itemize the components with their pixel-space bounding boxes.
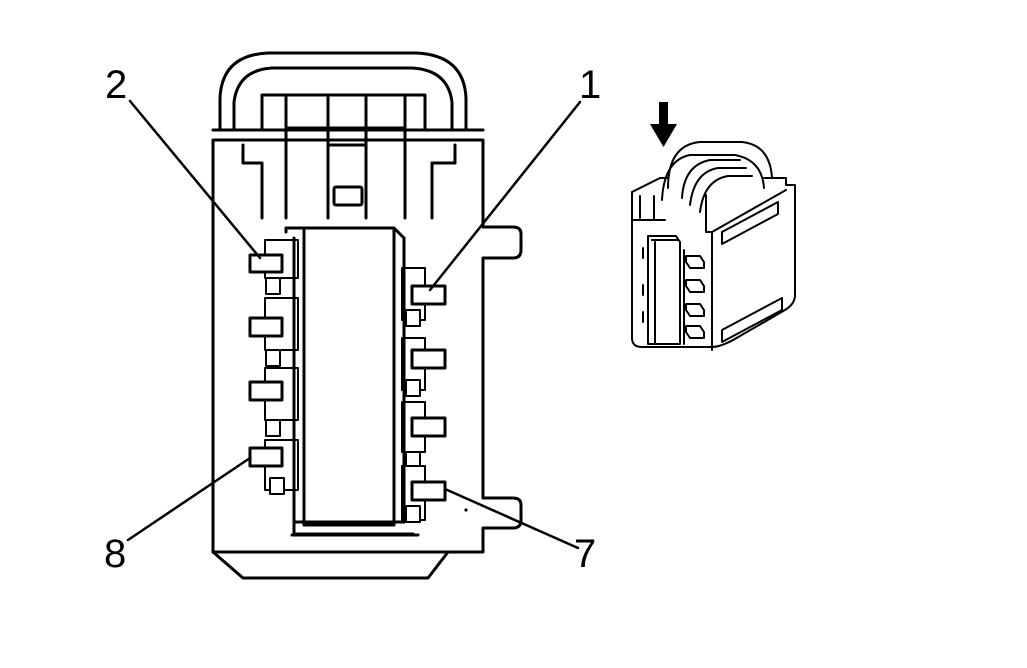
connector-face-view	[211, 51, 523, 580]
terminal-pin-1	[410, 284, 447, 306]
left-terminal-row	[248, 239, 299, 495]
pin-label-8: 8	[104, 532, 126, 576]
leader-pin-8	[126, 456, 252, 542]
terminal-pin-2	[248, 253, 284, 274]
terminal-pin-3	[410, 348, 447, 370]
latch-slot-right	[430, 143, 457, 220]
leader-pin-7	[443, 487, 580, 550]
terminal-tab	[265, 419, 281, 437]
iso-body-outline	[631, 177, 796, 348]
terminal-pin-4	[248, 316, 284, 338]
terminal-pin-8	[248, 446, 284, 468]
pin-leader-lines	[126, 99, 582, 550]
center-housing	[302, 226, 396, 527]
iso-body-top	[631, 177, 669, 193]
terminal-tab	[269, 477, 285, 495]
arrow-down-icon	[650, 102, 677, 147]
iso-side-rib-bottom	[721, 297, 783, 343]
iso-latch-wire-b	[689, 167, 747, 206]
registration-dot	[464, 508, 468, 512]
terminal-tab	[405, 379, 421, 397]
terminal-tab	[405, 505, 421, 523]
iso-latch-wire-c	[699, 175, 753, 213]
terminal-tab	[405, 309, 421, 327]
pin-number-labels: 2 1 8 7	[104, 63, 601, 576]
iso-terminal-2	[685, 279, 705, 293]
iso-latch-wire-a	[681, 159, 741, 199]
terminal-pin-7	[410, 480, 447, 502]
leader-pin-1	[428, 100, 582, 292]
pin-label-1: 1	[579, 63, 601, 107]
connector-isometric-view	[631, 102, 796, 351]
connector-latch-outer	[218, 51, 468, 132]
terminal-tab	[265, 277, 281, 295]
pin-label-7: 7	[574, 532, 596, 576]
latch-slot-left	[241, 143, 264, 220]
connector-body-outline	[211, 138, 523, 580]
iso-terminal-3	[685, 303, 705, 317]
right-terminal-row	[401, 267, 447, 523]
iso-shoulder	[705, 194, 713, 351]
iso-latch-bow-2	[661, 154, 765, 201]
leader-pin-2	[128, 99, 262, 260]
terminal-pin-6	[248, 380, 284, 402]
connector-latch-inner	[232, 66, 454, 132]
pin-label-2: 2	[105, 63, 127, 107]
terminal-pin-5	[410, 416, 447, 438]
iso-terminal-1	[685, 255, 705, 269]
terminal-tab	[265, 349, 281, 367]
latch-window	[332, 185, 364, 207]
iso-side-rib-top	[721, 201, 779, 245]
iso-front-face	[647, 235, 681, 345]
iso-side-face	[711, 189, 787, 233]
iso-terminal-4	[685, 325, 705, 339]
latch-channel-outer	[260, 93, 427, 132]
